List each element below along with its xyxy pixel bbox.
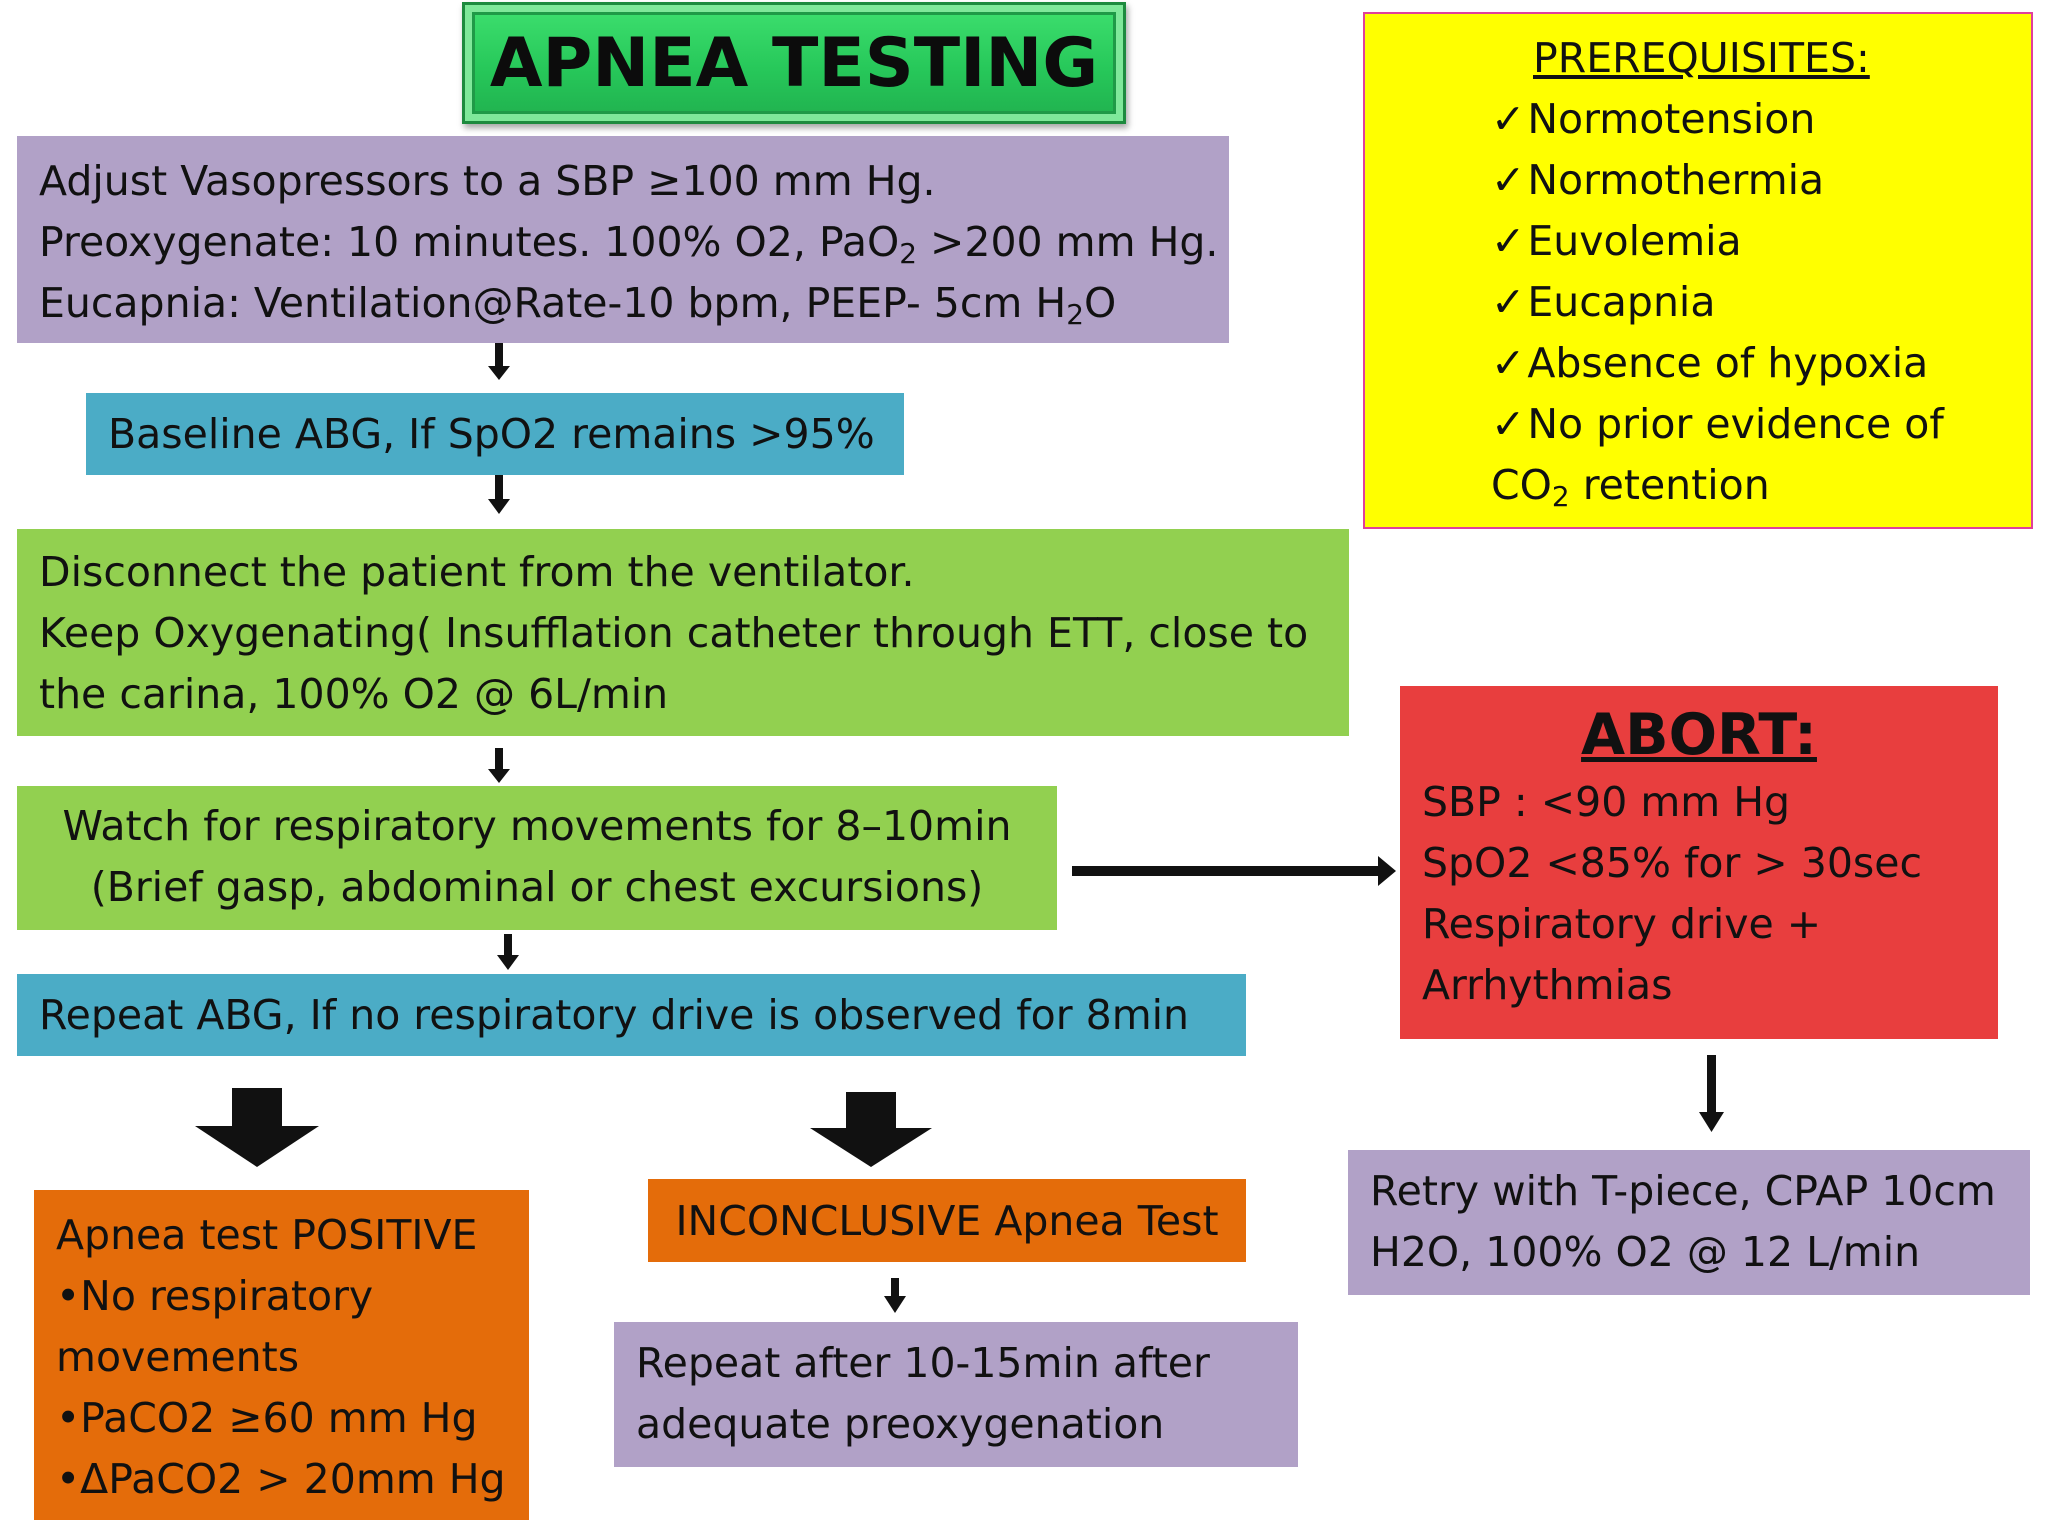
abort-line-4: Arrhythmias xyxy=(1422,961,1673,1009)
prerequisite-item: ✓Normothermia xyxy=(1491,150,2031,211)
prerequisite-item: ✓Euvolemia xyxy=(1491,211,2031,272)
retry-line-1: Retry with T-piece, CPAP 10cm xyxy=(1370,1167,1996,1215)
retry-box: Retry with T-piece, CPAP 10cm H2O, 100% … xyxy=(1348,1150,2030,1295)
step-prepare-line-2-sub: 2 xyxy=(899,236,917,270)
prerequisite-item: ✓Absence of hypoxia xyxy=(1491,333,2031,394)
prerequisite-last-text: CO xyxy=(1491,461,1552,509)
step-baseline-box: Baseline ABG, If SpO2 remains >95% xyxy=(86,393,904,475)
step-prepare-line-2-text: Preoxygenate: 10 minutes. 100% O2, PaO xyxy=(39,218,900,266)
step-prepare-line-2: Preoxygenate: 10 minutes. 100% O2, PaO2 … xyxy=(39,212,1218,273)
result-positive-box: Apnea test POSITIVE •No respiratory move… xyxy=(34,1190,529,1520)
arrow-down-icon xyxy=(488,343,510,380)
prerequisite-item-label: No prior evidence of xyxy=(1527,400,1944,448)
check-icon: ✓ xyxy=(1491,339,1526,387)
step-prepare-line-1: Adjust Vasopressors to a SBP ≥100 mm Hg. xyxy=(39,157,936,205)
check-icon: ✓ xyxy=(1491,95,1526,143)
result-positive-line-4: •PaCO2 ≥60 mm Hg xyxy=(56,1394,478,1442)
arrow-down-icon xyxy=(497,934,519,970)
abort-line-2: SpO2 <85% for > 30sec xyxy=(1422,839,1923,887)
block-arrow-down-icon xyxy=(810,1092,932,1167)
arrow-down-icon xyxy=(1699,1055,1724,1132)
step-watch-line-1: Watch for respiratory movements for 8–10… xyxy=(62,802,1012,850)
prerequisite-last-sub: 2 xyxy=(1551,479,1570,513)
prerequisite-item-label: Absence of hypoxia xyxy=(1527,339,1929,387)
prerequisite-item-continued: CO2 retention xyxy=(1491,455,2031,516)
retry-line-2: H2O, 100% O2 @ 12 L/min xyxy=(1370,1228,1921,1276)
check-icon: ✓ xyxy=(1491,156,1526,204)
result-positive-line-5: •ΔPaCO2 > 20mm Hg xyxy=(56,1455,506,1503)
step-prepare-box: Adjust Vasopressors to a SBP ≥100 mm Hg.… xyxy=(17,136,1229,343)
repeat-after-line-1: Repeat after 10-15min after xyxy=(636,1339,1210,1387)
step-watch-box: Watch for respiratory movements for 8–10… xyxy=(17,786,1057,930)
step-baseline-text: Baseline ABG, If SpO2 remains >95% xyxy=(108,410,875,458)
step-disconnect-box: Disconnect the patient from the ventilat… xyxy=(17,529,1349,736)
step-watch-line-2: (Brief gasp, abdominal or chest excursio… xyxy=(90,863,984,911)
step-prepare-line-2-post: >200 mm Hg. xyxy=(916,218,1219,266)
arrow-down-icon xyxy=(884,1278,906,1313)
prerequisite-last-post: retention xyxy=(1569,461,1770,509)
result-positive-line-3: movements xyxy=(56,1333,300,1381)
prerequisite-item-label: Normothermia xyxy=(1527,156,1825,204)
prerequisite-item: ✓No prior evidence of xyxy=(1491,394,2031,455)
step-prepare-line-3-sub: 2 xyxy=(1066,297,1084,331)
step-prepare-line-3: Eucapnia: Ventilation@Rate-10 bpm, PEEP-… xyxy=(39,273,1207,334)
step-repeat-abg-text: Repeat ABG, If no respiratory drive is o… xyxy=(39,991,1190,1039)
prerequisite-item-label: Euvolemia xyxy=(1527,217,1742,265)
step-repeat-abg-box: Repeat ABG, If no respiratory drive is o… xyxy=(17,974,1246,1056)
step-disconnect-line-1: Disconnect the patient from the ventilat… xyxy=(39,548,915,596)
abort-line-3: Respiratory drive + xyxy=(1422,900,1822,948)
result-positive-line-2: •No respiratory xyxy=(56,1272,374,1320)
prerequisite-item: ✓Normotension xyxy=(1491,89,2031,150)
prerequisite-item: ✓Eucapnia xyxy=(1491,272,2031,333)
arrow-right-icon xyxy=(1072,856,1396,886)
check-icon: ✓ xyxy=(1491,278,1526,326)
check-icon: ✓ xyxy=(1491,217,1526,265)
arrow-down-icon xyxy=(488,475,510,514)
page-title: APNEA TESTING xyxy=(462,2,1126,124)
result-inconclusive-text: INCONCLUSIVE Apnea Test xyxy=(675,1196,1219,1245)
step-disconnect-line-2: Keep Oxygenating( Insufflation catheter … xyxy=(39,609,1309,657)
arrow-down-icon xyxy=(488,748,510,783)
prerequisite-item-label: Eucapnia xyxy=(1527,278,1716,326)
abort-title: ABORT: xyxy=(1581,702,1817,768)
prerequisite-item-label: Normotension xyxy=(1527,95,1816,143)
step-disconnect-line-3: the carina, 100% O2 @ 6L/min xyxy=(39,670,669,718)
result-inconclusive-box: INCONCLUSIVE Apnea Test xyxy=(648,1179,1246,1262)
step-prepare-line-3-post: O xyxy=(1083,279,1117,327)
prerequisites-title: PREREQUISITES: xyxy=(1533,34,1870,82)
abort-box: ABORT: SBP : <90 mm Hg SpO2 <85% for > 3… xyxy=(1400,686,1998,1039)
repeat-after-box: Repeat after 10-15min after adequate pre… xyxy=(614,1322,1298,1467)
abort-line-1: SBP : <90 mm Hg xyxy=(1422,778,1791,826)
prerequisites-box: PREREQUISITES: ✓Normotension ✓Normotherm… xyxy=(1363,12,2033,529)
repeat-after-line-2: adequate preoxygenation xyxy=(636,1400,1165,1448)
check-icon: ✓ xyxy=(1491,400,1526,448)
step-prepare-line-3-text: Eucapnia: Ventilation@Rate-10 bpm, PEEP-… xyxy=(39,279,1067,327)
result-positive-line-1: Apnea test POSITIVE xyxy=(56,1211,478,1259)
block-arrow-down-icon xyxy=(195,1088,319,1167)
